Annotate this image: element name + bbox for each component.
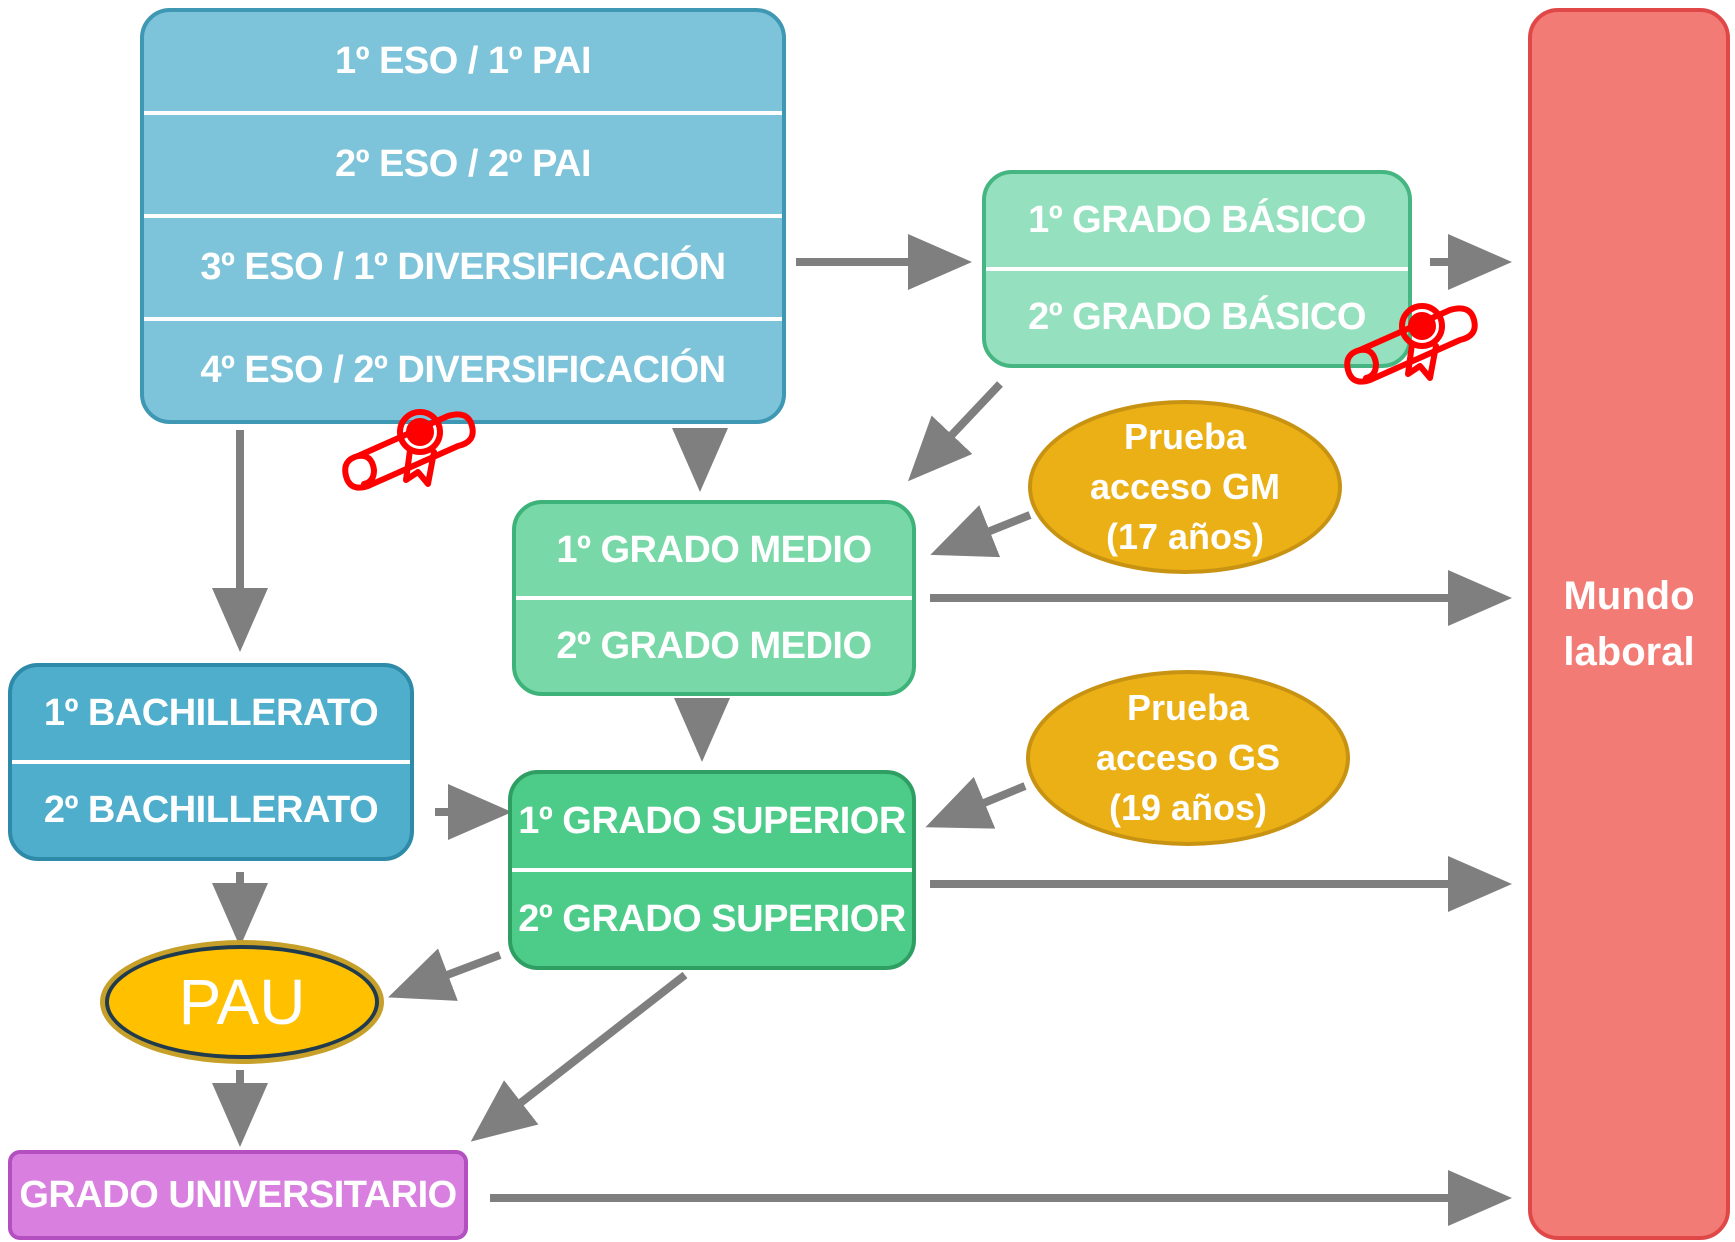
mundo-laboral-box: Mundo laboral <box>1528 8 1730 1240</box>
prueba-acceso-gm: Prueba acceso GM (17 años) <box>1028 400 1342 574</box>
bachillerato-row-2: 2º BACHILLERATO <box>12 760 410 857</box>
diploma-certificate-icon <box>342 409 476 491</box>
pau-label: PAU <box>178 966 306 1038</box>
grado-basico-row-1: 1º GRADO BÁSICO <box>1028 199 1366 241</box>
pau-inner: PAU <box>105 945 379 1059</box>
grado-medio-row-2: 2º GRADO MEDIO <box>516 596 912 692</box>
arrow-prueba-gs-to-superior <box>925 776 1027 829</box>
prueba-acceso-gs: Prueba acceso GS (19 años) <box>1026 670 1350 846</box>
arrow-prueba-gm-to-medio <box>930 505 1032 558</box>
mundo-laboral-line-2: laboral <box>1563 630 1695 674</box>
grado-superior-box: 1º GRADO SUPERIOR 2º GRADO SUPERIOR <box>508 770 916 970</box>
eso-row-2: 2º ESO / 2º PAI <box>144 111 782 214</box>
mundo-laboral-line-1: Mundo <box>1563 574 1695 618</box>
eso-row-1: 1º ESO / 1º PAI <box>334 40 592 82</box>
prueba-gm-line-1: Prueba <box>1123 416 1247 457</box>
grado-basico-box: 1º GRADO BÁSICO 2º GRADO BÁSICO <box>982 170 1412 368</box>
grado-basico-row-2: 2º GRADO BÁSICO <box>986 267 1408 364</box>
grado-universitario-box: GRADO UNIVERSITARIO <box>8 1150 468 1240</box>
prueba-gs-line-1: Prueba <box>1126 687 1250 728</box>
bachillerato-box: 1º BACHILLERATO 2º BACHILLERATO <box>8 663 414 861</box>
prueba-gm-line-3: (17 años) <box>1105 516 1265 557</box>
eso-box: 1º ESO / 1º PAI 2º ESO / 2º PAI 3º ESO /… <box>140 8 786 424</box>
arrow-superior-to-universidad <box>470 971 688 1142</box>
grado-superior-row-1: 1º GRADO SUPERIOR <box>518 799 906 842</box>
grado-medio-row-1: 1º GRADO MEDIO <box>556 528 872 571</box>
grado-medio-box: 1º GRADO MEDIO 2º GRADO MEDIO <box>512 500 916 696</box>
grado-universitario-label: GRADO UNIVERSITARIO <box>19 1173 457 1216</box>
eso-row-3: 3º ESO / 1º DIVERSIFICACIÓN <box>144 214 782 317</box>
diploma-certificate-icon <box>1344 303 1478 385</box>
prueba-gs-line-2: acceso GS <box>1095 737 1281 778</box>
arrow-basico-to-medio <box>908 381 1003 482</box>
arrow-superior-to-pau <box>388 948 502 1001</box>
eso-row-4: 4º ESO / 2º DIVERSIFICACIÓN <box>144 317 782 420</box>
mundo-laboral-text: Mundo laboral <box>1563 568 1694 680</box>
prueba-gs-line-3: (19 años) <box>1108 787 1268 828</box>
bachillerato-row-1: 1º BACHILLERATO <box>43 692 379 734</box>
pau-ellipse: PAU <box>100 940 384 1064</box>
prueba-gm-line-2: acceso GM <box>1089 466 1281 507</box>
grado-superior-row-2: 2º GRADO SUPERIOR <box>512 868 912 966</box>
